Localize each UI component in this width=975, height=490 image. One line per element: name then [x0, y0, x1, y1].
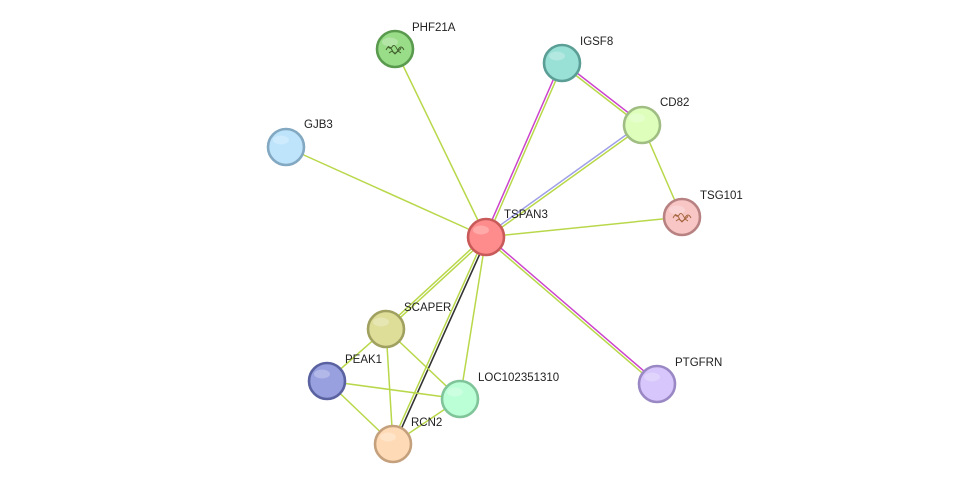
node-circle[interactable]	[466, 217, 506, 257]
edge-strand	[391, 235, 486, 445]
edge-strand	[386, 237, 488, 331]
edge-strand	[285, 146, 487, 238]
node-circle[interactable]	[637, 364, 677, 404]
node-highlight	[473, 225, 489, 235]
edge-strand	[326, 380, 461, 400]
edge-strand	[484, 61, 562, 238]
node-circle[interactable]	[440, 379, 480, 419]
node-label-phf21a: PHF21A	[412, 22, 456, 34]
edge-tspan3-rcn2[interactable]	[391, 235, 488, 446]
node-label-cd82: CD82	[660, 97, 689, 109]
nodes-layer	[266, 29, 702, 464]
node-ptgfrn[interactable]	[637, 364, 677, 404]
node-highlight	[644, 372, 660, 382]
node-rcn2[interactable]	[373, 424, 413, 464]
edge-strand	[486, 125, 644, 239]
edge-strand	[485, 216, 683, 238]
edge-strand	[484, 237, 657, 386]
node-label-tsg101: TSG101	[700, 190, 743, 202]
node-tspan3[interactable]	[466, 217, 506, 257]
edge-tspan3-tsg101[interactable]	[485, 216, 683, 238]
node-loc102351310[interactable]	[440, 379, 480, 419]
edge-tspan3-gjb3[interactable]	[285, 146, 487, 238]
edge-strand	[484, 123, 642, 237]
node-circle[interactable]	[662, 197, 702, 237]
node-highlight	[447, 387, 463, 397]
node-highlight	[629, 113, 645, 123]
node-label-rcn2: RCN2	[411, 417, 442, 429]
edge-peak1-loc102351310[interactable]	[326, 380, 461, 400]
edge-strand	[394, 48, 487, 238]
node-igsf8[interactable]	[542, 43, 582, 83]
node-label-gjb3: GJB3	[304, 119, 333, 131]
node-circle[interactable]	[266, 127, 306, 167]
node-highlight	[382, 37, 398, 47]
edge-tspan3-scaper[interactable]	[384, 235, 488, 331]
node-highlight	[373, 317, 389, 327]
node-highlight	[273, 135, 289, 145]
node-highlight	[314, 369, 330, 379]
node-cd82[interactable]	[622, 105, 662, 145]
protein-structure-icon	[672, 212, 692, 223]
node-circle[interactable]	[373, 424, 413, 464]
edge-strand	[384, 235, 486, 329]
node-label-tspan3: TSPAN3	[504, 209, 548, 221]
node-circle[interactable]	[307, 361, 347, 401]
edge-tspan3-cd82[interactable]	[484, 123, 644, 239]
node-peak1[interactable]	[307, 361, 347, 401]
node-label-igsf8: IGSF8	[580, 36, 613, 48]
edge-strand	[459, 236, 487, 400]
node-scaper[interactable]	[366, 309, 406, 349]
node-label-loc102351310: LOC102351310	[478, 372, 559, 384]
node-highlight	[380, 432, 396, 442]
edge-tspan3-loc102351310[interactable]	[459, 236, 487, 400]
node-circle[interactable]	[622, 105, 662, 145]
node-phf21a[interactable]	[375, 29, 415, 69]
edge-tspan3-ptgfrn[interactable]	[484, 235, 659, 386]
node-label-peak1: PEAK1	[345, 354, 382, 366]
node-gjb3[interactable]	[266, 127, 306, 167]
node-label-ptgfrn: PTGFRN	[675, 357, 722, 369]
node-circle[interactable]	[375, 29, 415, 69]
node-highlight	[549, 51, 565, 61]
edge-tspan3-igsf8[interactable]	[484, 61, 564, 239]
node-circle[interactable]	[542, 43, 582, 83]
protein-structure-icon	[385, 44, 405, 55]
edge-strand	[486, 235, 659, 384]
edge-tspan3-phf21a[interactable]	[394, 48, 487, 238]
edge-strand	[486, 62, 564, 239]
node-circle[interactable]	[366, 309, 406, 349]
node-highlight	[669, 205, 685, 215]
edge-strand	[393, 236, 488, 446]
node-label-scaper: SCAPER	[404, 302, 451, 314]
node-tsg101[interactable]	[662, 197, 702, 237]
